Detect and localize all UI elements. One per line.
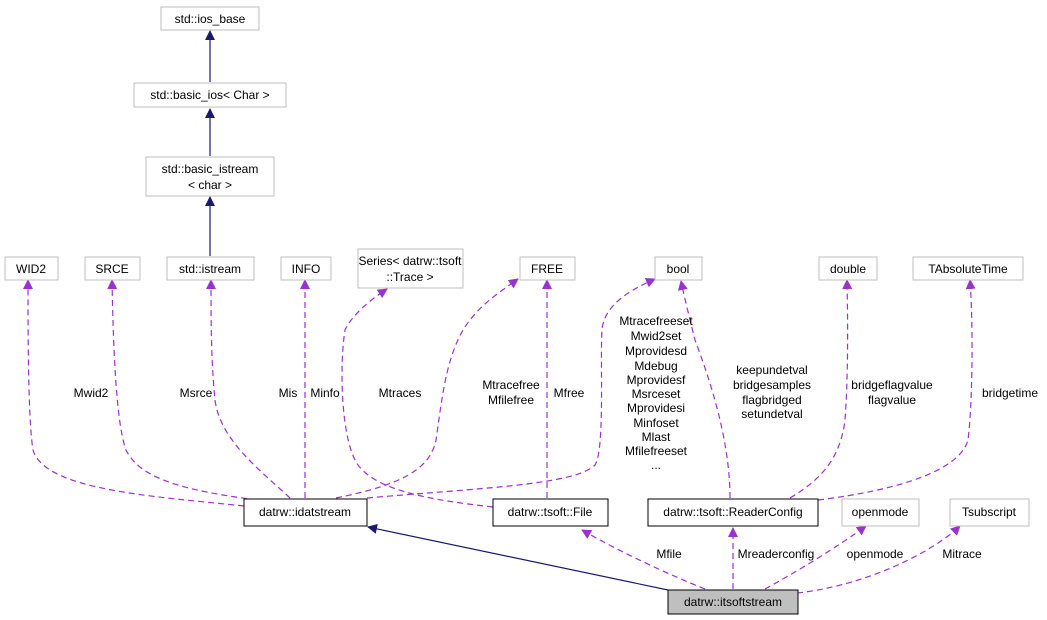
node-openmode-label: openmode: [852, 505, 909, 519]
node-readerconfig-label: datrw::tsoft::ReaderConfig: [663, 505, 802, 519]
label-mreaderconfig: Mreaderconfig: [738, 547, 815, 561]
edge-itsoftstream-to-idatstream: [367, 523, 669, 591]
node-series-label-2: ::Trace >: [386, 270, 433, 284]
label-mtracefree-1: Mtracefree: [482, 378, 540, 392]
node-readerconfig[interactable]: datrw::tsoft::ReaderConfig: [647, 498, 819, 527]
label-bool-members-4: Mdebug: [634, 359, 677, 373]
label-bridgetime: bridgetime: [982, 386, 1038, 400]
edge-mtraces: [341, 288, 494, 508]
label-mitrace: Mitrace: [942, 547, 982, 561]
node-series[interactable]: Series< datrw::tsoft ::Trace >: [357, 248, 464, 289]
label-bool-members-10: Mfilefreeset: [625, 444, 688, 458]
label-bool-members-8: Minfoset: [633, 416, 679, 430]
node-basic-istream-label-1: std::basic_istream: [162, 162, 259, 176]
label-readerconfig-bool-4: setundetval: [741, 407, 802, 421]
node-tsoft-file-label: datrw::tsoft::File: [508, 505, 593, 519]
usage-edges: [23, 278, 976, 594]
node-wid2-label: WID2: [16, 262, 46, 276]
label-readerconfig-bool-3: flagbridged: [742, 393, 801, 407]
label-bool-members-7: Mprovidesi: [627, 401, 685, 415]
label-minfo: Minfo: [310, 386, 340, 400]
inheritance-edges: [205, 30, 669, 591]
node-basic-istream[interactable]: std::basic_istream < char >: [145, 156, 275, 197]
node-tabsolutetime-label: TAbsoluteTime: [928, 262, 1008, 276]
edge-mtracefree: [335, 278, 519, 499]
edge-labels: Mwid2 Msrce Mis Minfo Mtraces Mtracefree…: [74, 314, 1039, 561]
node-free-label: FREE: [531, 262, 563, 276]
label-bool-members-6: Msrceset: [632, 387, 681, 401]
label-openmode: openmode: [847, 547, 904, 561]
label-mis: Mis: [279, 386, 298, 400]
label-mwid2: Mwid2: [74, 386, 109, 400]
edge-openmode: [764, 525, 867, 590]
node-openmode[interactable]: openmode: [841, 498, 920, 527]
label-bool-members-3: Mprovidesd: [625, 344, 687, 358]
node-srce[interactable]: SRCE: [84, 256, 141, 281]
label-mfree: Mfree: [554, 386, 585, 400]
edge-mwid2: [23, 279, 245, 507]
label-bool-members-11: ...: [651, 458, 661, 472]
label-bridgeflag-1: bridgeflagvalue: [851, 378, 933, 392]
node-tabsolutetime[interactable]: TAbsoluteTime: [912, 256, 1024, 281]
node-bool[interactable]: bool: [654, 256, 703, 281]
label-bool-members-9: Mlast: [642, 430, 671, 444]
nodes: std::ios_base std::basic_ios< Char > std…: [4, 6, 1030, 615]
node-ios-base-label: std::ios_base: [175, 12, 246, 26]
node-info-label: INFO: [292, 262, 321, 276]
node-tsubscript[interactable]: Tsubscript: [949, 498, 1030, 527]
node-wid2[interactable]: WID2: [4, 256, 59, 281]
edge-mitrace: [796, 525, 961, 594]
node-double[interactable]: double: [818, 256, 878, 281]
node-ios-base[interactable]: std::ios_base: [160, 6, 260, 31]
edge-mis: [206, 279, 291, 499]
node-srce-label: SRCE: [95, 262, 128, 276]
node-istream-label: std::istream: [179, 262, 241, 276]
label-bool-members-2: Mwid2set: [631, 329, 682, 343]
node-itsoftstream-label: datrw::itsoftstream: [684, 595, 782, 609]
label-bridgeflag-2: flagvalue: [868, 393, 916, 407]
node-idatstream-label: datrw::idatstream: [259, 505, 351, 519]
edge-bool-members: [366, 278, 656, 499]
label-mtraces: Mtraces: [379, 386, 422, 400]
node-free[interactable]: FREE: [519, 256, 576, 281]
node-info[interactable]: INFO: [280, 256, 332, 281]
node-basic-istream-label-2: < char >: [188, 178, 232, 192]
node-tsubscript-label: Tsubscript: [962, 505, 1017, 519]
edge-bridgeflag: [789, 279, 853, 499]
node-double-label: double: [830, 262, 866, 276]
label-msrce: Msrce: [180, 386, 213, 400]
node-series-label-1: Series< datrw::tsoft: [358, 254, 462, 268]
node-basic-ios-label: std::basic_ios< Char >: [150, 88, 269, 102]
node-basic-ios[interactable]: std::basic_ios< Char >: [133, 82, 287, 108]
label-readerconfig-bool-2: bridgesamples: [733, 378, 811, 392]
label-bool-members-1: Mtracefreeset: [619, 314, 693, 328]
label-bool-members-5: Mprovidesf: [627, 373, 686, 387]
edge-readerconfig-bool: [677, 280, 731, 499]
label-readerconfig-bool-1: keepundetval: [736, 363, 807, 377]
node-idatstream[interactable]: datrw::idatstream: [243, 498, 368, 527]
node-tsoft-file[interactable]: datrw::tsoft::File: [492, 498, 609, 527]
node-istream[interactable]: std::istream: [166, 256, 255, 281]
edge-msrce: [107, 279, 258, 501]
node-bool-label: bool: [667, 262, 690, 276]
edge-mfile: [581, 529, 706, 590]
node-itsoftstream[interactable]: datrw::itsoftstream: [667, 589, 799, 615]
label-mtracefree-2: Mfilefree: [488, 393, 534, 407]
label-mfile: Mfile: [656, 547, 682, 561]
